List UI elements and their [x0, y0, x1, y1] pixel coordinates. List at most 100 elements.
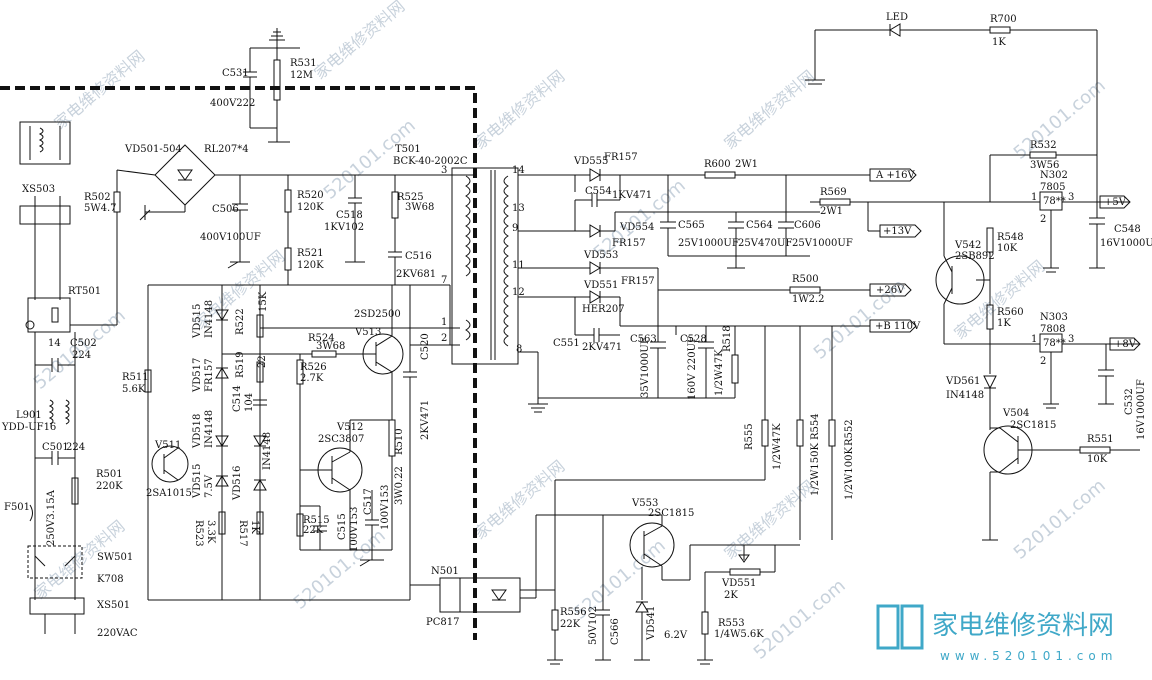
r502-value: 5W4.7: [84, 203, 117, 214]
r515-label: R515: [303, 515, 330, 526]
pc817-label: PC817: [426, 617, 459, 628]
c506-group: C506 400V100UF: [200, 175, 261, 269]
r526-label: R526: [300, 362, 327, 373]
n303-pin1: 1: [1031, 334, 1037, 345]
pin-7: 7: [441, 275, 447, 286]
r519-value: 22: [257, 355, 268, 368]
rl207-label: RL207*4: [204, 144, 249, 155]
vd517-value: FR157: [204, 358, 215, 392]
n303-label: N303: [1040, 312, 1068, 323]
sw501-label: SW501: [97, 552, 133, 563]
vd541-label: VD541: [646, 606, 657, 641]
c606-label: C606: [794, 220, 821, 231]
n302-pin3: 3: [1068, 192, 1074, 203]
r522-label: R522: [235, 308, 246, 335]
r523-label: R523: [193, 520, 204, 547]
snubber-group: R525 3W68 C516 2KV681: [388, 175, 436, 285]
v513-value: 2SD2500: [354, 309, 401, 320]
c532-value: 16V1000UF: [1136, 379, 1147, 440]
c502-label: C502: [70, 338, 97, 349]
r521-value: 120K: [297, 260, 324, 271]
r520-label: R520: [297, 190, 324, 201]
r700-label: R700: [990, 14, 1017, 25]
pin-13: 13: [512, 203, 525, 214]
r554-value: 1/2W150K: [810, 443, 821, 496]
c531-label: C531: [222, 68, 249, 79]
c564-value: 25V470UF: [738, 238, 792, 249]
rt501-label: RT501: [68, 286, 101, 297]
c554-label: C554: [585, 186, 612, 197]
pin-14: 14: [512, 165, 525, 176]
n501-label: N501: [431, 566, 459, 577]
watermark-cn: 家电维修资料网: [720, 477, 818, 564]
r517-label: R517: [237, 520, 248, 547]
r548-value: 10K: [997, 243, 1018, 254]
vd517-label: VD517: [192, 358, 203, 393]
pin-12: 12: [512, 287, 525, 298]
vd515-value: IN4148: [204, 300, 215, 338]
r554-label: R554: [810, 413, 821, 440]
out-26v: +26V: [876, 285, 905, 296]
xs503-label: XS503: [22, 184, 55, 195]
c566-label: C566: [610, 618, 621, 645]
r524-label: R524: [308, 333, 335, 344]
pin-9: 9: [512, 223, 518, 234]
r553-value: 1/4W5.6K: [714, 629, 764, 640]
c531-value: 400V222: [210, 98, 255, 109]
v553-label: V553: [631, 498, 658, 509]
l901-label: L901: [16, 410, 42, 421]
logo-url: www.520101.com: [940, 649, 1117, 663]
r555-label: R555: [744, 423, 755, 450]
r551-label: R551: [1087, 434, 1114, 445]
watermark-cn: 家电维修资料网: [950, 257, 1048, 344]
c502-value: 224: [72, 350, 91, 361]
c531-r531-group: C531 400V222 R531 12M: [210, 28, 317, 143]
c528-label: C528: [680, 334, 707, 345]
pin-11: 11: [512, 260, 525, 271]
c501-label: C501: [42, 442, 69, 453]
c606-value: 25V1000UF: [792, 238, 853, 249]
c563-label: C563: [630, 334, 657, 345]
c516-value: 2KV681: [396, 269, 436, 280]
out-110v: +B 110V: [875, 321, 921, 332]
c551-label: C551: [553, 338, 580, 349]
logo-brand: 家电维修资料网: [932, 611, 1114, 641]
regulator-section: LED R700 1K R532 3W56 78** N302 7805 1 2…: [805, 12, 1152, 541]
r511-label: R511: [122, 372, 149, 383]
c518-group: C518 1KV102: [324, 175, 365, 263]
n302-value: 7805: [1040, 182, 1065, 193]
out-8v: +8V: [1114, 339, 1137, 350]
r569-label: R569: [820, 187, 847, 198]
vd553-label: VD553: [583, 250, 618, 261]
v542-label: V542: [954, 240, 981, 251]
vd553-value: FR157: [621, 276, 655, 287]
c564-label: C564: [746, 220, 773, 231]
r600-label: R600: [704, 159, 731, 170]
ac-input-label: 220VAC: [97, 628, 138, 639]
vd551b-value: 2K: [724, 590, 738, 601]
isolation-boundary: [0, 86, 477, 640]
n303-reg-text: 78**: [1043, 338, 1066, 349]
c528-value: 160V 220UF: [687, 336, 698, 400]
pin-2: 2: [441, 333, 447, 344]
r518-value: 1/2W47K: [714, 349, 725, 396]
c554-value: 1KV471: [612, 190, 652, 201]
c566-value: 50V102: [588, 606, 599, 645]
pin-3: 3: [441, 165, 447, 176]
r556-label: R556: [560, 607, 587, 618]
c565-value: 25V1000UF: [678, 238, 739, 249]
vd516-label: VD516: [232, 466, 243, 501]
r522-value: 15K: [258, 291, 269, 312]
c518-label: C518: [336, 210, 363, 221]
n302-pin2: 2: [1040, 214, 1046, 225]
her207-label: HER207: [582, 304, 625, 315]
r552-label: R552: [844, 419, 855, 446]
vd516-in4148: IN4148: [262, 432, 273, 470]
site-logo: 家电维修资料网 www.520101.com: [876, 604, 1117, 663]
vd518-value: IN4148: [204, 410, 215, 448]
vd561-label: VD561: [945, 376, 980, 387]
r518-label: R518: [722, 325, 733, 352]
v504-value: 2SC1815: [1010, 420, 1056, 431]
led-label: LED: [886, 12, 908, 23]
bridge-rectifier: VD501-504 RL207*4: [116, 144, 475, 221]
